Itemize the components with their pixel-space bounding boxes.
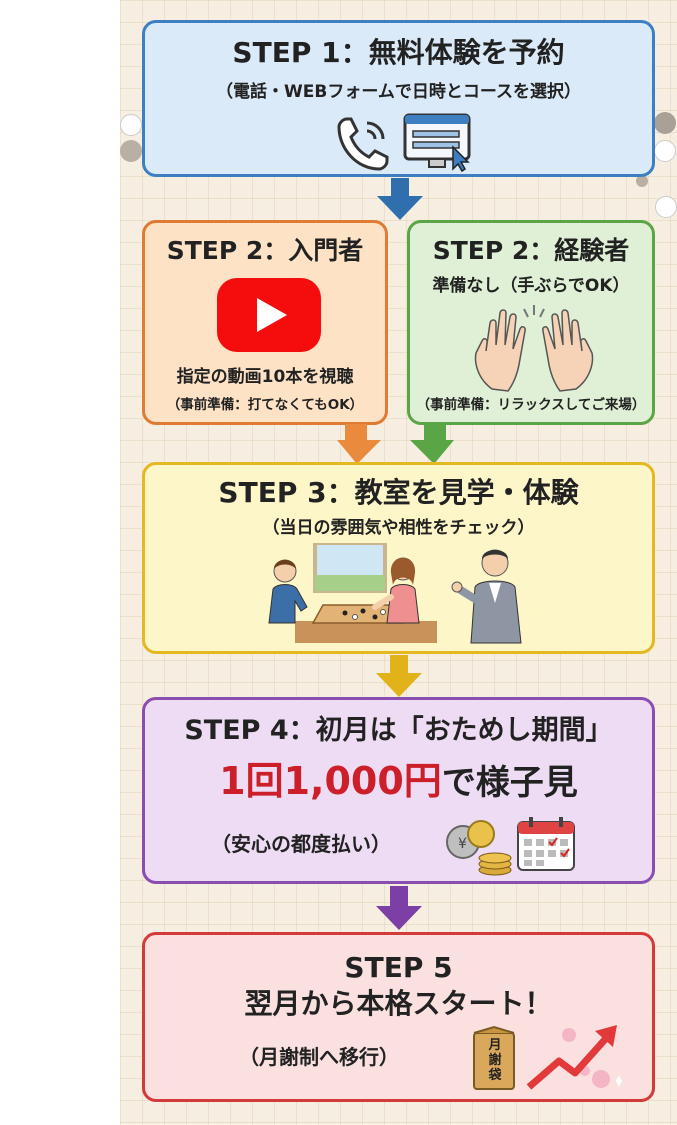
classroom-go-game-illustration bbox=[268, 543, 522, 644]
step2-beginner-card: STEP 2：入門者 指定の動画10本を視聴 （事前準備：打てなくてもOK） bbox=[142, 220, 388, 425]
step4-price-line: 1回1,000円で様子見 bbox=[145, 758, 652, 806]
step2-beginner-line: 指定の動画10本を視聴 bbox=[176, 367, 354, 387]
step2-experienced-title: STEP 2：経験者 bbox=[432, 236, 630, 265]
step4-price-suffix: で様子見 bbox=[441, 763, 578, 803]
down-arrow-icon bbox=[410, 424, 454, 464]
decor-dot bbox=[120, 140, 142, 162]
down-arrow-icon bbox=[376, 655, 422, 697]
step5-card: STEP 5 翌月から本格スタート！ （月謝制へ移行） 月謝袋 bbox=[142, 932, 655, 1102]
decor-dot bbox=[654, 112, 676, 134]
video-play-icon bbox=[217, 278, 321, 352]
step1-card: STEP 1：無料体験を予約 （電話・WEBフォームで日時とコースを選択） bbox=[142, 20, 655, 177]
step5-title: STEP 5 bbox=[344, 951, 453, 984]
open-hands-icon bbox=[474, 305, 594, 392]
step1-title: STEP 1：無料体験を予約 bbox=[232, 36, 565, 69]
down-arrow-icon bbox=[376, 886, 422, 930]
step2-beginner-note: （事前準備：打てなくてもOK） bbox=[166, 397, 364, 413]
step5-subtitle: 翌月から本格スタート！ bbox=[244, 987, 553, 1020]
decor-dot bbox=[636, 175, 648, 187]
step5-note: （月謝制へ移行） bbox=[239, 1045, 399, 1069]
step4-card: STEP 4：初月は「おためし期間」 1回1,000円で様子見 （安心の都度払い… bbox=[142, 697, 655, 884]
envelope-icon bbox=[473, 1025, 515, 1090]
step2-experienced-note: （事前準備：リラックスしてご来場） bbox=[416, 397, 646, 413]
step4-note: （安心の都度払い） bbox=[211, 832, 391, 856]
decor-dot bbox=[120, 114, 142, 136]
step2-experienced-card: STEP 2：経験者 準備なし（手ぶらでOK） （事前準備：リラックスしてご来場… bbox=[407, 220, 655, 425]
step1-subtitle: （電話・WEBフォームで日時とコースを選択） bbox=[216, 82, 581, 102]
decor-dot bbox=[655, 196, 677, 218]
step2-beginner-title: STEP 2：入門者 bbox=[166, 236, 364, 265]
step3-card: STEP 3：教室を見学・体験 （当日の雰囲気や相性をチェック） bbox=[142, 462, 655, 654]
step2-experienced-line: 準備なし（手ぶらでOK） bbox=[432, 276, 630, 296]
step4-price: 1回1,000円 bbox=[219, 759, 442, 803]
down-arrow-icon bbox=[337, 424, 381, 464]
decor-dot bbox=[654, 140, 676, 162]
envelope-label: 月謝袋 bbox=[488, 1038, 502, 1083]
coin-icon: ¥ bbox=[446, 820, 512, 876]
svg-text:¥: ¥ bbox=[458, 836, 467, 852]
web-form-icon bbox=[403, 113, 471, 173]
rising-arrow-icon bbox=[526, 1025, 622, 1090]
calendar-icon bbox=[517, 817, 575, 871]
step4-title: STEP 4：初月は「おためし期間」 bbox=[184, 715, 613, 746]
down-arrow-icon bbox=[377, 178, 423, 220]
phone-icon bbox=[337, 117, 389, 171]
step3-title: STEP 3：教室を見学・体験 bbox=[218, 476, 579, 509]
step3-subtitle: （当日の雰囲気や相性をチェック） bbox=[262, 518, 535, 538]
